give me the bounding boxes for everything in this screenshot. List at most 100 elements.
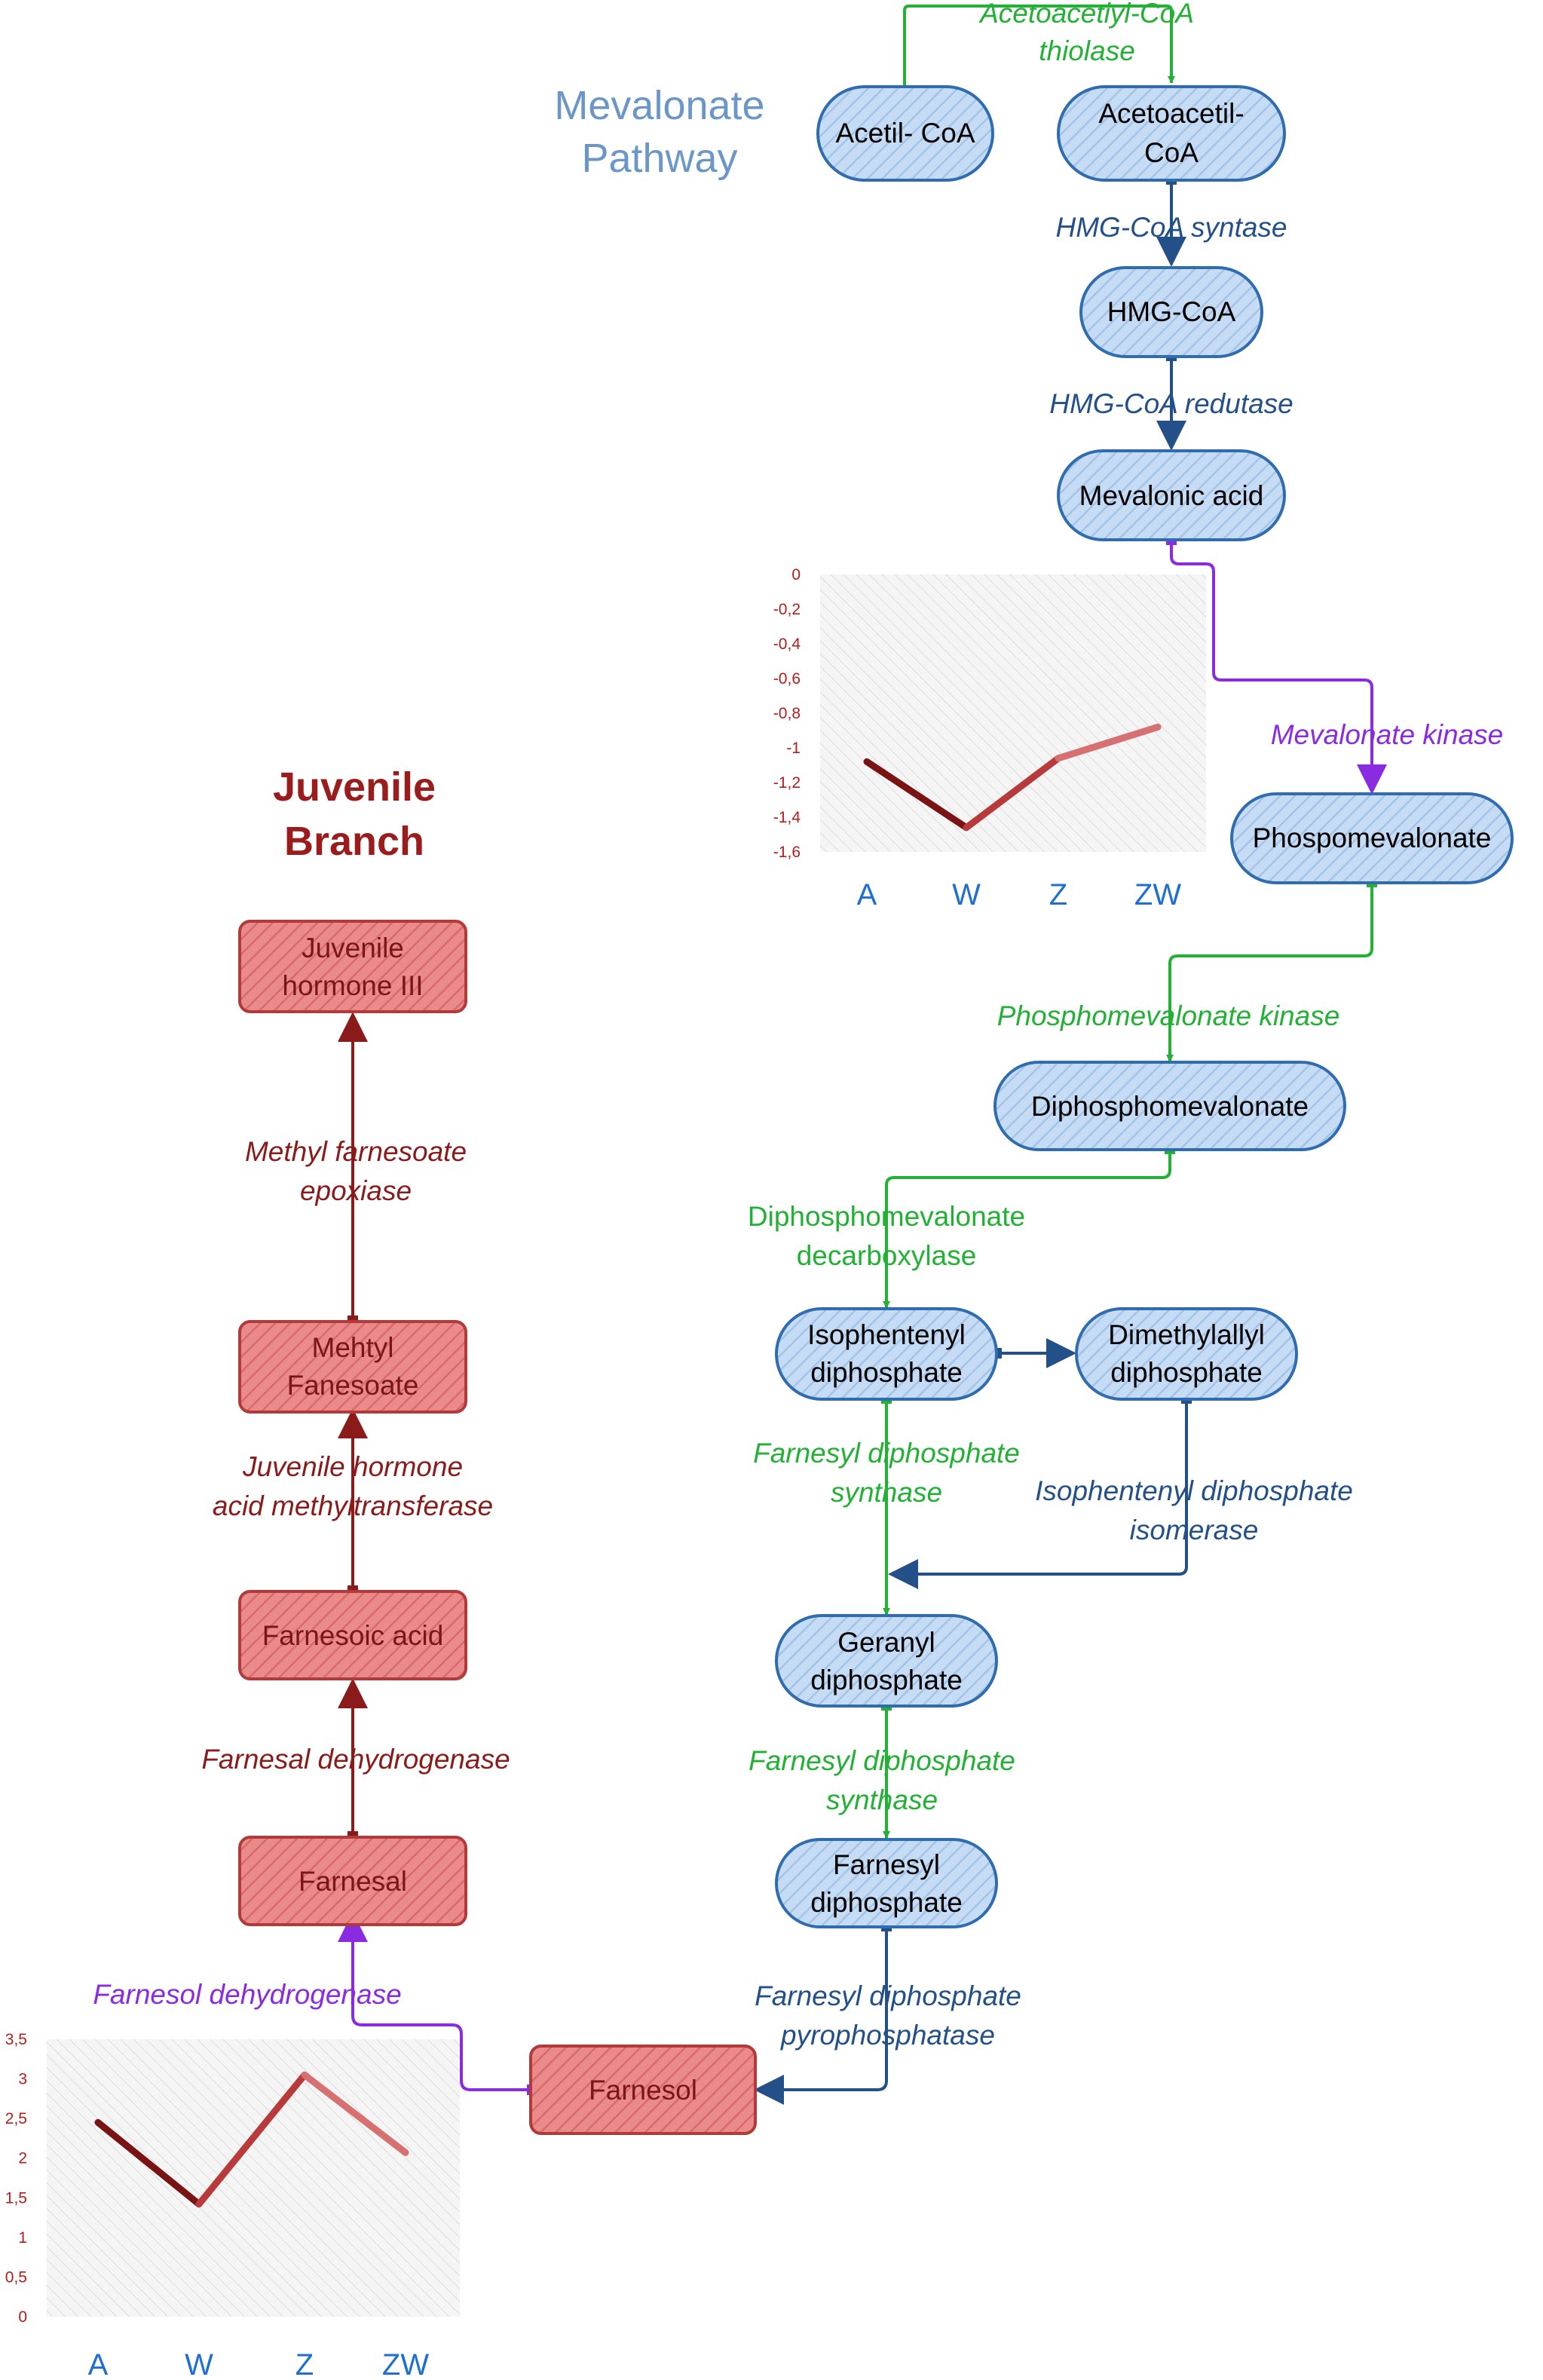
node-geranyl-diphosphate: Geranyl diphosphate [775, 1614, 998, 1708]
enzyme-label: Farnesyl diphosphate [749, 1745, 1015, 1776]
farnesol-dehydrogenase-chart: 3,5 3 2,5 2 1,5 1 0,5 0A W Z ZW [5, 2031, 460, 2380]
y-tick-label: -1,6 [773, 844, 801, 861]
node-acetil-coa: Acetil- CoA [816, 85, 994, 182]
title-line: Mevalonate [554, 83, 764, 128]
y-tick-label: -0,8 [773, 705, 801, 722]
node-label: Mehtyl [312, 1332, 394, 1363]
x-tick-label: Z [1049, 878, 1067, 911]
enzyme-label: decarboxylase [797, 1240, 977, 1271]
mevalonate-pathway-title: Mevalonate Pathway [554, 83, 764, 181]
node-label: HMG-CoA [1107, 296, 1236, 327]
node-label: diphosphate [810, 1357, 963, 1388]
enzyme-label: synthase [831, 1477, 942, 1508]
title-line: Pathway [581, 136, 737, 181]
enzyme-label: Farnesyl diphosphate [755, 1980, 1021, 2011]
x-tick-label: W [952, 878, 981, 911]
enzyme-label: Isophentenyl diphosphate [1035, 1475, 1353, 1506]
node-label: Farnesol [589, 2075, 697, 2106]
y-tick-label: 1,5 [5, 2189, 27, 2207]
plot-area [47, 2039, 460, 2317]
enzyme-label: isomerase [1130, 1515, 1259, 1545]
enzyme-label: synthase [826, 1784, 938, 1815]
node-hmg-coa: HMG-CoA [1079, 266, 1263, 358]
y-tick-label: 0 [18, 2308, 27, 2326]
enzyme-label: Diphosphomevalonate [748, 1201, 1025, 1232]
arrow-phosphomevalonate-kinase [1166, 882, 1373, 1062]
node-label: Phospomevalonate [1253, 822, 1492, 853]
blue-nodes: Acetil- CoA Acetoacetil- CoA HMG-CoA Mev… [775, 85, 1514, 1928]
arrow-isomerase [888, 1398, 1188, 1589]
node-dimethylallyl-diphosphate: Dimethylallyl diphosphate [1075, 1307, 1298, 1401]
arrow-thiolase [903, 5, 1175, 90]
series-line-segment [1055, 723, 1162, 762]
enzyme-label: Methyl farnesoate [245, 1136, 467, 1167]
y-tick-label: 0,5 [5, 2268, 27, 2286]
node-isophentenyl-diphosphate: Isophentenyl diphosphate [775, 1307, 998, 1401]
node-farnesal: Farnesal [238, 1836, 467, 1926]
node-label: Mevalonic acid [1079, 480, 1264, 511]
node-phospomevalonate: Phospomevalonate [1230, 792, 1514, 884]
node-mehtyl-fanesoate: Mehtyl Fanesoate [238, 1320, 467, 1414]
series-line-segment [863, 758, 970, 832]
node-label: diphosphate [810, 1887, 963, 1918]
plot-area [820, 574, 1206, 852]
node-label: Farnesyl [833, 1849, 940, 1880]
y-tick-label: 1 [18, 2229, 27, 2247]
node-label: diphosphate [1110, 1357, 1263, 1388]
y-tick-label: -1 [786, 740, 801, 757]
y-tick-label: -1,2 [773, 774, 801, 792]
enzyme-label: Farnesol dehydrogenase [93, 1979, 401, 2010]
enzyme-label: acid methyltransferase [213, 1490, 493, 1521]
node-acetoacetil-coa: Acetoacetil- CoA [1057, 85, 1286, 182]
y-tick-label: -0,4 [773, 636, 801, 653]
node-label: diphosphate [810, 1665, 963, 1695]
node-label: Juvenile [302, 933, 404, 963]
arrow-farnesol-dehydrogenase [338, 1912, 532, 2091]
x-tick-label: ZW [1134, 878, 1181, 911]
y-tick-label: 3 [18, 2071, 27, 2088]
y-tick-label: 2 [18, 2150, 27, 2167]
enzyme-label: Farnesyl diphosphate [753, 1438, 1020, 1469]
y-tick-label: 3,5 [5, 2031, 27, 2048]
y-tick-label: -0,2 [773, 601, 801, 618]
arrow-mevalonate-kinase [1170, 540, 1387, 795]
enzyme-label: Phosphomevalonate kinase [997, 1000, 1340, 1031]
node-juvenile-hormone-iii: Juvenile hormone III [238, 920, 467, 1013]
node-label: Fanesoate [287, 1370, 419, 1401]
node-label: Farnesoic acid [262, 1620, 444, 1651]
y-tick-label: 0 [791, 566, 801, 584]
node-diphosphomevalonate: Diphosphomevalonate [993, 1061, 1346, 1151]
enzyme-label: epoxiase [300, 1175, 412, 1206]
node-farnesyl-diphosphate: Farnesyl diphosphate [775, 1838, 998, 1928]
node-mevalonic-acid: Mevalonic acid [1057, 449, 1286, 541]
arrow-decarboxylase [883, 1149, 1171, 1309]
x-tick-label: W [185, 2348, 213, 2380]
juvenile-branch-title: Juvenile Branch [273, 764, 436, 864]
enzyme-labels: Acetoacetiyl-CoA thiolase HMG-CoA syntas… [93, 0, 1503, 2051]
x-tick-label: A [857, 878, 877, 911]
node-label: Dimethylallyl [1108, 1319, 1265, 1350]
title-line: Juvenile [273, 764, 436, 810]
node-farnesol: Farnesol [529, 2045, 757, 2135]
arrow-pyrophosphatase [754, 1926, 888, 2105]
enzyme-label: HMG-CoA redutase [1049, 388, 1293, 419]
y-tick-label: 2,5 [5, 2110, 27, 2127]
enzyme-label: Mevalonate kinase [1271, 719, 1504, 750]
enzyme-label: Acetoacetiyl-CoA [978, 0, 1194, 29]
node-label: Acetil- CoA [835, 118, 975, 149]
enzyme-label: Juvenile hormone [242, 1451, 463, 1482]
x-tick-label: Z [295, 2348, 314, 2380]
title-line: Branch [284, 819, 424, 864]
series-line-segment [963, 755, 1062, 832]
series-line-segment [195, 2071, 308, 2208]
x-tick-label: ZW [382, 2348, 429, 2380]
enzyme-label: HMG-CoA syntase [1055, 212, 1287, 243]
enzyme-label: pyrophosphatase [780, 2020, 995, 2051]
node-label: Farnesal [298, 1866, 407, 1897]
x-tick-label: A [88, 2348, 109, 2380]
node-label: Isophentenyl [807, 1319, 966, 1350]
node-label: Acetoacetil- [1098, 98, 1244, 129]
series-line-segment [301, 2071, 409, 2156]
